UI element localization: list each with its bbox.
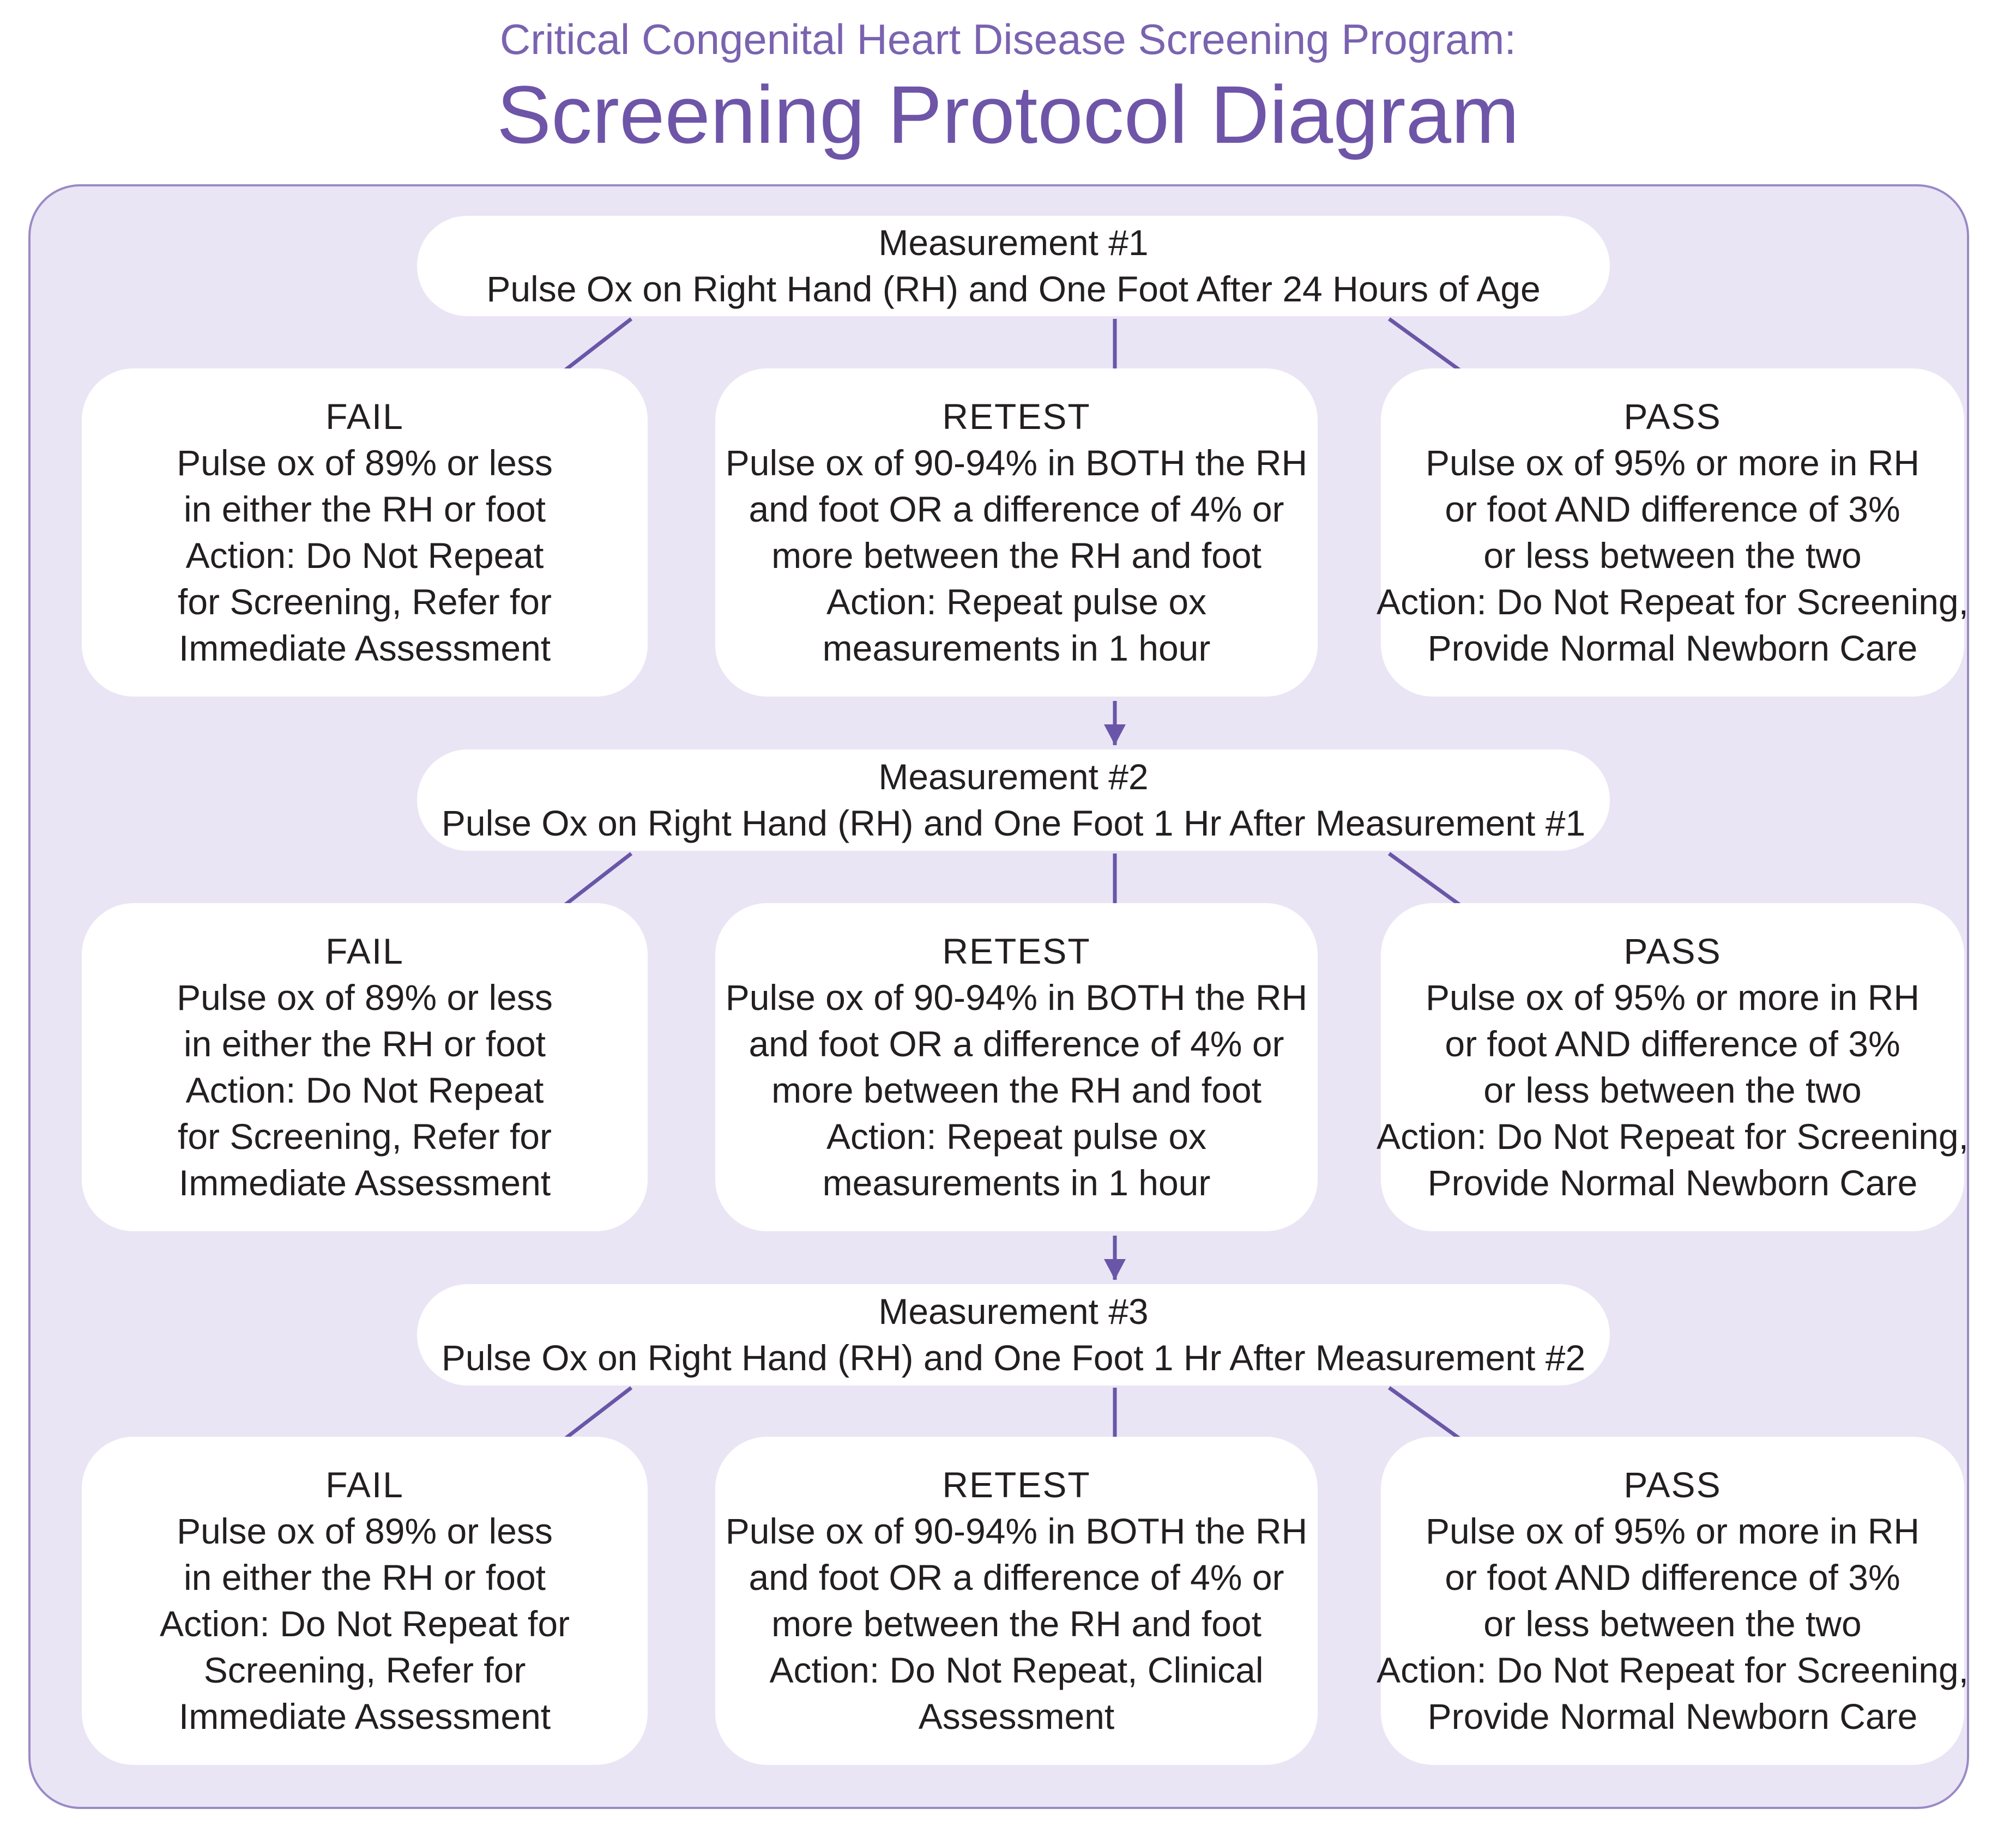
diagram-title: Screening Protocol Diagram — [497, 69, 1519, 160]
fail-text: Pulse ox of 89% or less — [177, 977, 553, 1018]
pass-label: PASS — [1623, 396, 1722, 437]
fail-label: FAIL — [325, 1465, 404, 1505]
retest-text: Pulse ox of 90-94% in BOTH the RH — [725, 1511, 1308, 1551]
fail-text: Action: Do Not Repeat for — [159, 1604, 570, 1644]
pass-text: or foot AND difference of 3% — [1445, 1024, 1900, 1064]
pass-text: or less between the two — [1483, 535, 1862, 576]
measurement-2-box: Measurement #2 Pulse Ox on Right Hand (R… — [417, 749, 1610, 851]
arrow-to-measurement-3-head — [1104, 1259, 1126, 1280]
retest-text: and foot OR a difference of 4% or — [749, 1557, 1284, 1598]
retest-text: measurements in 1 hour — [822, 1163, 1211, 1203]
measurement-3-box: Measurement #3 Pulse Ox on Right Hand (R… — [417, 1284, 1610, 1386]
fail-text: in either the RH or foot — [184, 1024, 546, 1064]
retest-text: Pulse ox of 90-94% in BOTH the RH — [725, 977, 1308, 1018]
retest-box-3: RETEST Pulse ox of 90-94% in BOTH the RH… — [715, 1437, 1318, 1765]
measurement-1-desc: Pulse Ox on Right Hand (RH) and One Foot… — [486, 269, 1541, 309]
retest-text: more between the RH and foot — [771, 1070, 1261, 1110]
pass-text: Action: Do Not Repeat for Screening, — [1377, 1650, 1969, 1690]
retest-text: Action: Repeat pulse ox — [826, 582, 1207, 622]
retest-text: Assessment — [918, 1696, 1115, 1737]
retest-box-1: RETEST Pulse ox of 90-94% in BOTH the RH… — [715, 368, 1318, 697]
fail-box-2: FAIL Pulse ox of 89% or less in either t… — [82, 903, 648, 1231]
fail-text: for Screening, Refer for — [178, 582, 552, 622]
pass-text: Pulse ox of 95% or more in RH — [1425, 443, 1920, 483]
retest-text: and foot OR a difference of 4% or — [749, 1024, 1284, 1064]
retest-text: more between the RH and foot — [771, 1604, 1261, 1644]
fail-text: in either the RH or foot — [184, 489, 546, 529]
retest-label: RETEST — [942, 1465, 1091, 1505]
fail-text: Immediate Assessment — [178, 628, 551, 668]
fail-label: FAIL — [325, 396, 404, 437]
fail-text: Immediate Assessment — [178, 1696, 551, 1737]
pass-text: or foot AND difference of 3% — [1445, 1557, 1900, 1598]
retest-text: Action: Do Not Repeat, Clinical — [769, 1650, 1264, 1690]
pass-text: Action: Do Not Repeat for Screening, — [1377, 582, 1969, 622]
retest-text: and foot OR a difference of 4% or — [749, 489, 1284, 529]
retest-text: Pulse ox of 90-94% in BOTH the RH — [725, 443, 1308, 483]
fail-text: Screening, Refer for — [203, 1650, 526, 1690]
fail-label: FAIL — [325, 931, 404, 971]
pass-text: or less between the two — [1483, 1604, 1862, 1644]
measurement-2-desc: Pulse Ox on Right Hand (RH) and One Foot… — [441, 803, 1586, 843]
pass-text: Action: Do Not Repeat for Screening, — [1377, 1116, 1969, 1157]
pass-text: Pulse ox of 95% or more in RH — [1425, 977, 1920, 1018]
retest-text: more between the RH and foot — [771, 535, 1261, 576]
fail-box-1: FAIL Pulse ox of 89% or less in either t… — [82, 368, 648, 697]
measurement-3-title: Measurement #3 — [878, 1291, 1149, 1332]
pass-label: PASS — [1623, 1465, 1722, 1505]
fail-text: in either the RH or foot — [184, 1557, 546, 1598]
measurement-3-desc: Pulse Ox on Right Hand (RH) and One Foot… — [441, 1338, 1586, 1378]
retest-label: RETEST — [942, 931, 1091, 971]
pass-box-3: PASS Pulse ox of 95% or more in RH or fo… — [1377, 1437, 1969, 1765]
measurement-1-title: Measurement #1 — [878, 222, 1149, 263]
fail-text: Pulse ox of 89% or less — [177, 443, 553, 483]
pass-text: Provide Normal Newborn Care — [1427, 1696, 1918, 1737]
fail-text: Immediate Assessment — [178, 1163, 551, 1203]
diagram-subtitle: Critical Congenital Heart Disease Screen… — [499, 15, 1517, 63]
fail-text: Action: Do Not Repeat — [185, 535, 544, 576]
pass-text: Pulse ox of 95% or more in RH — [1425, 1511, 1920, 1551]
measurement-2-title: Measurement #2 — [878, 757, 1149, 797]
pass-text: or less between the two — [1483, 1070, 1862, 1110]
pass-box-1: PASS Pulse ox of 95% or more in RH or fo… — [1377, 368, 1969, 697]
measurement-1-box: Measurement #1 Pulse Ox on Right Hand (R… — [417, 216, 1610, 316]
arrow-to-measurement-2-head — [1104, 724, 1126, 745]
pass-text: or foot AND difference of 3% — [1445, 489, 1900, 529]
retest-text: Action: Repeat pulse ox — [826, 1116, 1207, 1157]
retest-label: RETEST — [942, 396, 1091, 437]
pass-label: PASS — [1623, 931, 1722, 971]
fail-text: Action: Do Not Repeat — [185, 1070, 544, 1110]
fail-text: for Screening, Refer for — [178, 1116, 552, 1157]
pass-text: Provide Normal Newborn Care — [1427, 1163, 1918, 1203]
retest-box-2: RETEST Pulse ox of 90-94% in BOTH the RH… — [715, 903, 1318, 1231]
pass-box-2: PASS Pulse ox of 95% or more in RH or fo… — [1377, 903, 1969, 1231]
fail-text: Pulse ox of 89% or less — [177, 1511, 553, 1551]
fail-box-3: FAIL Pulse ox of 89% or less in either t… — [82, 1437, 648, 1765]
pass-text: Provide Normal Newborn Care — [1427, 628, 1918, 668]
retest-text: measurements in 1 hour — [822, 628, 1211, 668]
